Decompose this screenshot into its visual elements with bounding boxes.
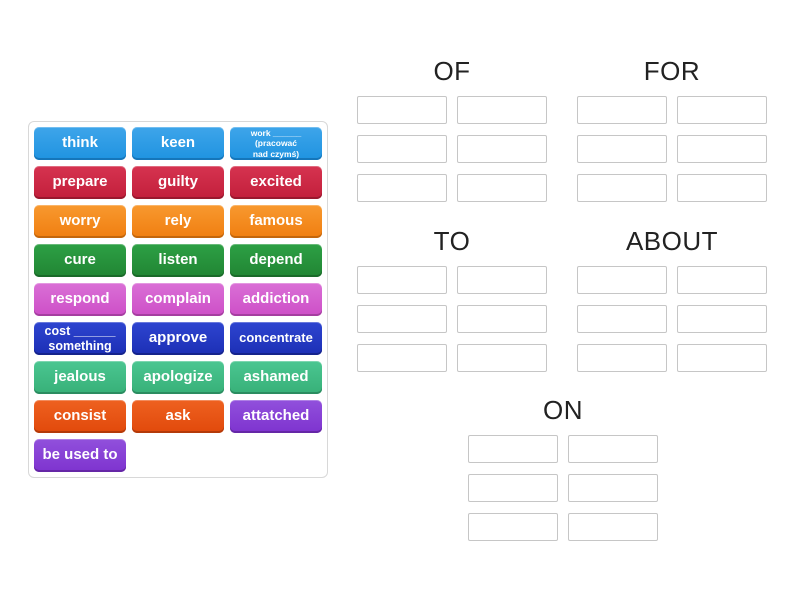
group-to: TO bbox=[357, 225, 547, 372]
word-tile[interactable]: be used to bbox=[34, 439, 126, 472]
drop-slot[interactable] bbox=[357, 344, 447, 372]
word-tile[interactable]: consist bbox=[34, 400, 126, 433]
drop-slot[interactable] bbox=[457, 266, 547, 294]
drop-slot[interactable] bbox=[677, 266, 767, 294]
drop-slot[interactable] bbox=[677, 344, 767, 372]
word-tile[interactable]: complain bbox=[132, 283, 224, 316]
group-about: ABOUT bbox=[577, 225, 767, 372]
word-tile[interactable]: prepare bbox=[34, 166, 126, 199]
word-tile[interactable]: rely bbox=[132, 205, 224, 238]
drop-slot[interactable] bbox=[357, 174, 447, 202]
drop-slot[interactable] bbox=[468, 513, 558, 541]
word-tile[interactable]: keen bbox=[132, 127, 224, 160]
drop-slot[interactable] bbox=[577, 305, 667, 333]
group-on: ON bbox=[468, 394, 658, 541]
word-tile[interactable]: cost ______ something bbox=[34, 322, 126, 355]
group-header: ABOUT bbox=[625, 226, 719, 256]
word-tile[interactable]: think bbox=[34, 127, 126, 160]
word-tile[interactable]: excited bbox=[230, 166, 322, 199]
drop-slot[interactable] bbox=[468, 474, 558, 502]
word-tile[interactable]: famous bbox=[230, 205, 322, 238]
slot-grid bbox=[577, 266, 767, 372]
word-tile[interactable]: ask bbox=[132, 400, 224, 433]
group-header: OF bbox=[433, 56, 471, 86]
drop-slot[interactable] bbox=[577, 344, 667, 372]
group-header: ON bbox=[543, 395, 583, 425]
slot-grid bbox=[357, 96, 547, 202]
drop-slot[interactable] bbox=[577, 96, 667, 124]
word-tile[interactable]: depend bbox=[230, 244, 322, 277]
slot-grid bbox=[577, 96, 767, 202]
group-header: FOR bbox=[643, 56, 701, 86]
drop-slot[interactable] bbox=[577, 135, 667, 163]
word-tile[interactable]: attatched bbox=[230, 400, 322, 433]
word-tile[interactable]: guilty bbox=[132, 166, 224, 199]
group-header: TO bbox=[433, 226, 471, 256]
word-tile[interactable]: apologize bbox=[132, 361, 224, 394]
drop-slot[interactable] bbox=[457, 135, 547, 163]
drop-slot[interactable] bbox=[577, 174, 667, 202]
slot-grid bbox=[468, 435, 658, 541]
drop-slot[interactable] bbox=[568, 474, 658, 502]
word-tile[interactable]: worry bbox=[34, 205, 126, 238]
drop-slot[interactable] bbox=[357, 135, 447, 163]
word-tile[interactable]: concentrate bbox=[230, 322, 322, 355]
drop-slot[interactable] bbox=[457, 96, 547, 124]
word-tile[interactable]: jealous bbox=[34, 361, 126, 394]
group-for: FOR bbox=[577, 55, 767, 202]
drop-slot[interactable] bbox=[457, 344, 547, 372]
drop-slot[interactable] bbox=[457, 174, 547, 202]
drop-slot[interactable] bbox=[577, 266, 667, 294]
word-tile[interactable]: cure bbox=[34, 244, 126, 277]
drop-slot[interactable] bbox=[357, 305, 447, 333]
drop-slot[interactable] bbox=[357, 96, 447, 124]
slot-grid bbox=[357, 266, 547, 372]
drop-slot[interactable] bbox=[568, 513, 658, 541]
drop-slot[interactable] bbox=[468, 435, 558, 463]
drop-slot[interactable] bbox=[677, 305, 767, 333]
word-tile[interactable]: addiction bbox=[230, 283, 322, 316]
word-tile[interactable]: ashamed bbox=[230, 361, 322, 394]
drop-slot[interactable] bbox=[357, 266, 447, 294]
drop-slot[interactable] bbox=[457, 305, 547, 333]
drop-slot[interactable] bbox=[677, 174, 767, 202]
drop-slot[interactable] bbox=[677, 96, 767, 124]
word-tile[interactable]: approve bbox=[132, 322, 224, 355]
word-tile[interactable]: work ______ (pracować nad czymś) bbox=[230, 127, 322, 160]
word-tile[interactable]: respond bbox=[34, 283, 126, 316]
group-of: OF bbox=[357, 55, 547, 202]
drop-slot[interactable] bbox=[677, 135, 767, 163]
drop-slot[interactable] bbox=[568, 435, 658, 463]
word-tile[interactable]: listen bbox=[132, 244, 224, 277]
